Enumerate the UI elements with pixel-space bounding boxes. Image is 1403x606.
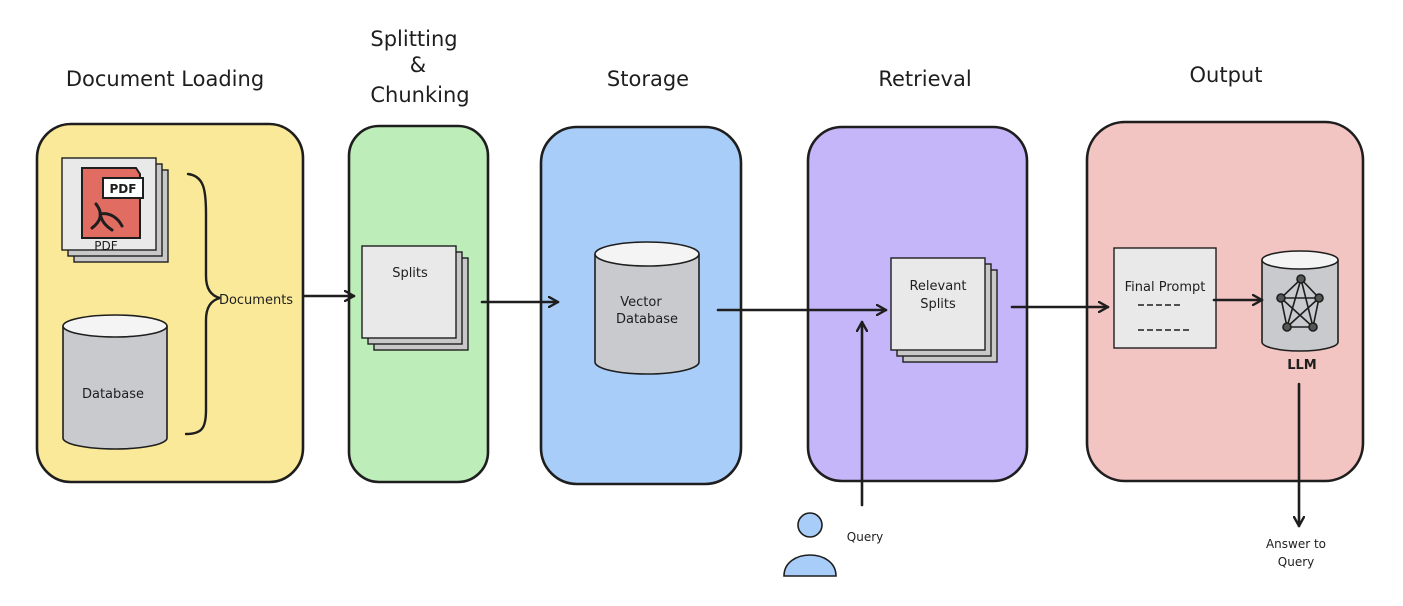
vector-database-label-line2: Database: [616, 312, 678, 327]
splits-label: Splits: [392, 266, 428, 281]
pdf-badge-label: PDF: [110, 182, 137, 196]
query-label: Query: [847, 530, 883, 544]
user-icon: [783, 512, 837, 577]
relevant-splits-stack: Relevant Splits: [890, 257, 998, 363]
splits-stack: Splits: [361, 245, 469, 351]
stage-title-output: Output: [1190, 63, 1263, 87]
pdf-caption: PDF: [94, 239, 117, 253]
answer-label-line2: Query: [1278, 555, 1314, 569]
database-label: Database: [82, 387, 144, 402]
vector-database-icon: Vector Database: [594, 241, 700, 375]
stage-title-retrieval: Retrieval: [878, 67, 971, 91]
vector-database-label-line1: Vector: [620, 295, 662, 310]
answer-label-line1: Answer to: [1266, 537, 1326, 551]
documents-label: Documents: [219, 293, 293, 308]
neural-network-icon: [1276, 274, 1324, 332]
stage-title-document-loading: Document Loading: [66, 67, 264, 91]
llm-icon: LLM: [1261, 250, 1339, 373]
llm-label: LLM: [1287, 358, 1317, 373]
documents-brace: [184, 172, 221, 436]
stage-title-storage: Storage: [607, 67, 689, 91]
pdf-document-icon: PDF PDF: [61, 157, 169, 263]
final-prompt-box: Final Prompt: [1113, 247, 1217, 349]
stage-box-output: [1085, 120, 1365, 483]
stage-title-chunking: Chunking: [370, 83, 469, 107]
final-prompt-label: Final Prompt: [1125, 280, 1206, 295]
relevant-splits-label-line1: Relevant: [909, 279, 966, 294]
stage-title-ampersand: &: [410, 53, 426, 77]
stage-title-splitting: Splitting: [370, 27, 457, 51]
database-icon: Database: [62, 314, 168, 450]
relevant-splits-label-line2: Splits: [920, 297, 956, 312]
